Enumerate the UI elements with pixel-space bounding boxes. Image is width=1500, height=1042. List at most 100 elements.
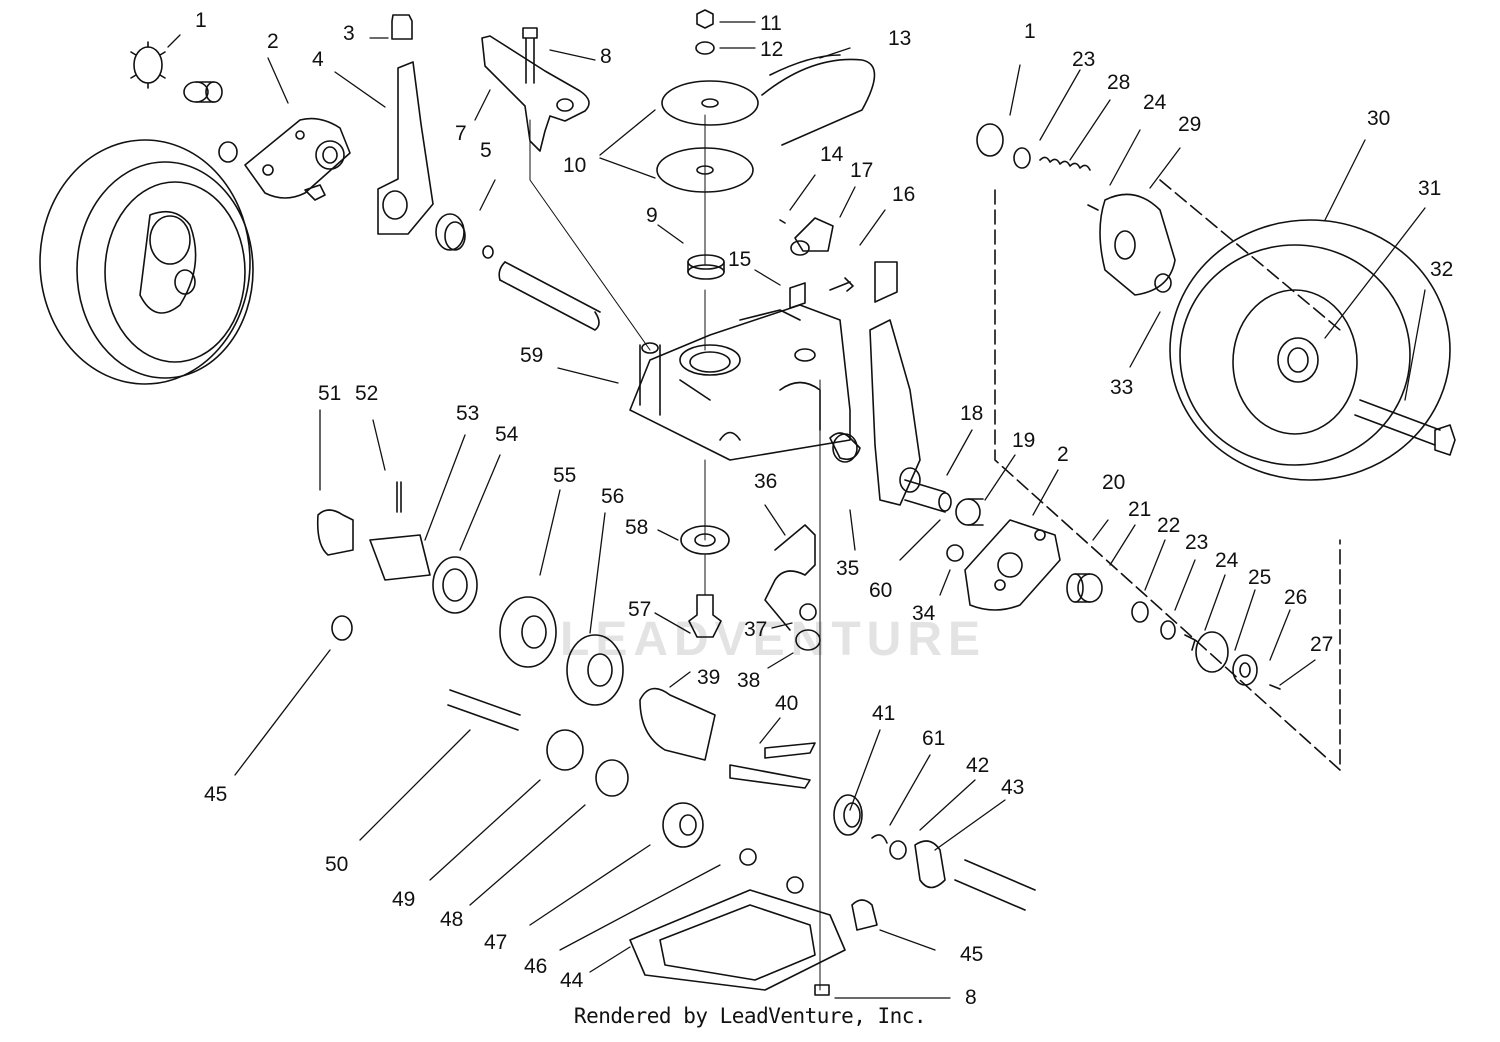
assembly-outline-right [994,179,1341,771]
gear-55 [499,596,557,668]
callout-59: 59 [520,344,543,367]
callout-55: 55 [553,464,576,487]
callout-11: 11 [760,12,782,35]
callout-9: 9 [646,204,658,227]
callout-1-right: 1 [1024,20,1036,43]
callout-20: 20 [1102,471,1125,494]
callout-52: 52 [355,382,378,405]
bushing-left [183,81,223,103]
leader-lines [167,21,1426,999]
callout-61: 61 [922,727,945,750]
left-wheel [39,139,254,385]
callout-18: 18 [960,402,983,425]
callout-39: 39 [697,666,720,689]
callout-51: 51 [318,382,341,405]
spline-39 [639,687,716,761]
callout-7: 7 [455,122,467,145]
callout-31: 31 [1418,177,1441,200]
housing-cover-44 [629,889,846,991]
callout-13: 13 [888,27,911,50]
callout-12: 12 [760,38,783,61]
pin-52 [396,481,402,513]
bolt-8-lower [814,984,830,996]
nut-34 [946,544,964,562]
callout-8-lower: 8 [965,986,977,1009]
callout-23-right: 23 [1185,531,1208,554]
shaft-right [829,319,984,526]
right-hub-parts [1066,573,1281,690]
height-bracket-right [964,519,1061,611]
callout-45-right: 45 [960,943,983,966]
callout-30: 30 [1367,107,1390,130]
key-40 [729,742,816,789]
callout-54: 54 [495,423,519,446]
worm-57 [688,594,722,638]
callout-27: 27 [1310,633,1333,656]
callout-24: 24 [1143,91,1167,114]
watermark: LEADVENTURE [560,613,986,666]
callout-17: 17 [850,159,873,182]
callout-22: 22 [1157,514,1180,537]
callout-2-right: 2 [1057,443,1069,466]
drive-shaft-lower [331,615,878,931]
height-bracket-left [244,117,351,201]
axle-left [435,213,601,331]
callout-57: 57 [628,598,651,621]
callout-2: 2 [267,30,279,53]
gear-53-54 [369,534,478,614]
callout-15: 15 [728,248,751,271]
callout-28: 28 [1107,71,1130,94]
callout-37: 37 [744,618,767,641]
callout-36: 36 [754,470,777,493]
fork-and-screws [779,217,898,309]
pinion-gear-left [130,41,166,89]
callout-41: 41 [872,702,895,725]
callout-42: 42 [966,754,989,777]
right-wheel [1169,219,1456,481]
callout-3: 3 [343,22,355,45]
callout-26: 26 [1284,586,1307,609]
drive-belt [761,54,876,146]
gear-56 [566,634,624,706]
callout-5: 5 [480,139,492,162]
callout-19: 19 [1012,429,1035,452]
callout-8: 8 [600,45,612,68]
callout-14: 14 [820,143,844,166]
callout-48: 48 [440,908,463,931]
callout-1: 1 [195,9,207,32]
callout-44: 44 [560,969,584,992]
callout-4: 4 [312,48,324,71]
shift-fork-36 [764,524,816,631]
pulley [656,80,759,193]
gear-housing [629,304,851,461]
callout-10: 10 [563,154,586,177]
callout-45: 45 [204,783,227,806]
right-shaft-parts [833,794,1036,911]
callout-43: 43 [1001,776,1024,799]
callout-24-right: 24 [1215,549,1239,572]
top-bracket [481,35,590,152]
callout-16: 16 [892,183,915,206]
callout-49: 49 [392,888,415,911]
wheel-washer [218,141,238,163]
callout-numbers: 1 2 3 4 5 7 8 11 12 13 10 9 14 17 16 15 … [195,9,1453,1009]
callout-60: 60 [869,579,892,602]
nut-top [695,9,715,55]
callout-34: 34 [912,602,936,625]
callout-58: 58 [625,516,648,539]
right-top-parts [976,123,1176,296]
plate-left [377,14,434,235]
callout-50: 50 [325,853,348,876]
callout-21: 21 [1128,498,1151,521]
callout-29: 29 [1178,113,1201,136]
center-axis [529,114,821,991]
callout-53: 53 [456,402,479,425]
callout-33: 33 [1110,376,1133,399]
callout-38: 38 [737,669,760,692]
spacer [687,254,725,280]
callout-40: 40 [775,692,798,715]
render-credit: Rendered by LeadVenture, Inc. [573,1004,927,1028]
bearing-51 [316,509,354,556]
callout-46: 46 [524,955,547,978]
